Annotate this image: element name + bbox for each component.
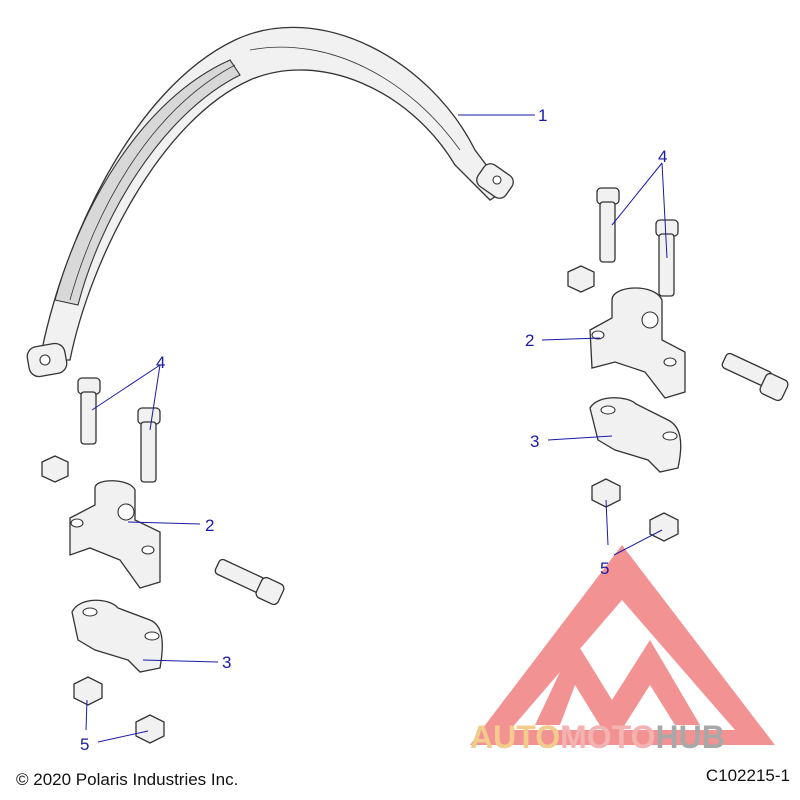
left-assembly	[41, 377, 285, 744]
copyright-text: © 2020 Polaris Industries Inc.	[16, 770, 239, 789]
watermark-auto: AUTO	[470, 719, 560, 755]
watermark-moto: MOTO	[560, 719, 655, 755]
callout-5-left: 5	[80, 735, 89, 754]
callout-2-left: 2	[205, 516, 214, 535]
bolt-left-2	[137, 407, 161, 483]
nut-right-bottom-2	[649, 512, 679, 542]
callout-5-right: 5	[600, 559, 609, 578]
leader-lines	[85, 114, 668, 743]
callout-2-right: 2	[525, 331, 534, 350]
callout-4-right: 4	[658, 147, 667, 166]
clamp-upper-left	[69, 480, 161, 589]
bolt-left-1	[77, 377, 101, 445]
watermark-hub: HUB	[655, 719, 724, 755]
bolt-right-2	[655, 219, 679, 297]
nut-left-bottom-1	[73, 676, 103, 706]
watermark-text: AUTOMOTOHUB	[470, 719, 725, 755]
callout-3-right: 3	[530, 432, 539, 451]
callout-3-left: 3	[222, 653, 231, 672]
nut-left-bottom-2	[135, 714, 165, 744]
watermark-m-shape	[535, 640, 700, 745]
drawing-id: C102215-1	[705, 766, 790, 785]
part-1-cable	[26, 26, 514, 378]
right-assembly	[567, 187, 789, 542]
nut-right-bottom-1	[591, 478, 621, 508]
bolt-left-horizontal	[214, 558, 285, 606]
automotohub-watermark: AUTOMOTOHUB	[470, 545, 775, 755]
nut-right-top	[567, 265, 595, 293]
clamp-upper-right	[589, 287, 686, 399]
bolt-right-horizontal	[721, 352, 789, 402]
clamp-lower-right	[589, 397, 682, 473]
bolt-right-1	[596, 187, 620, 263]
callout-4-left: 4	[156, 353, 165, 372]
callout-1: 1	[538, 106, 547, 125]
clamp-lower-left	[71, 599, 163, 673]
nut-left-top	[41, 455, 69, 483]
